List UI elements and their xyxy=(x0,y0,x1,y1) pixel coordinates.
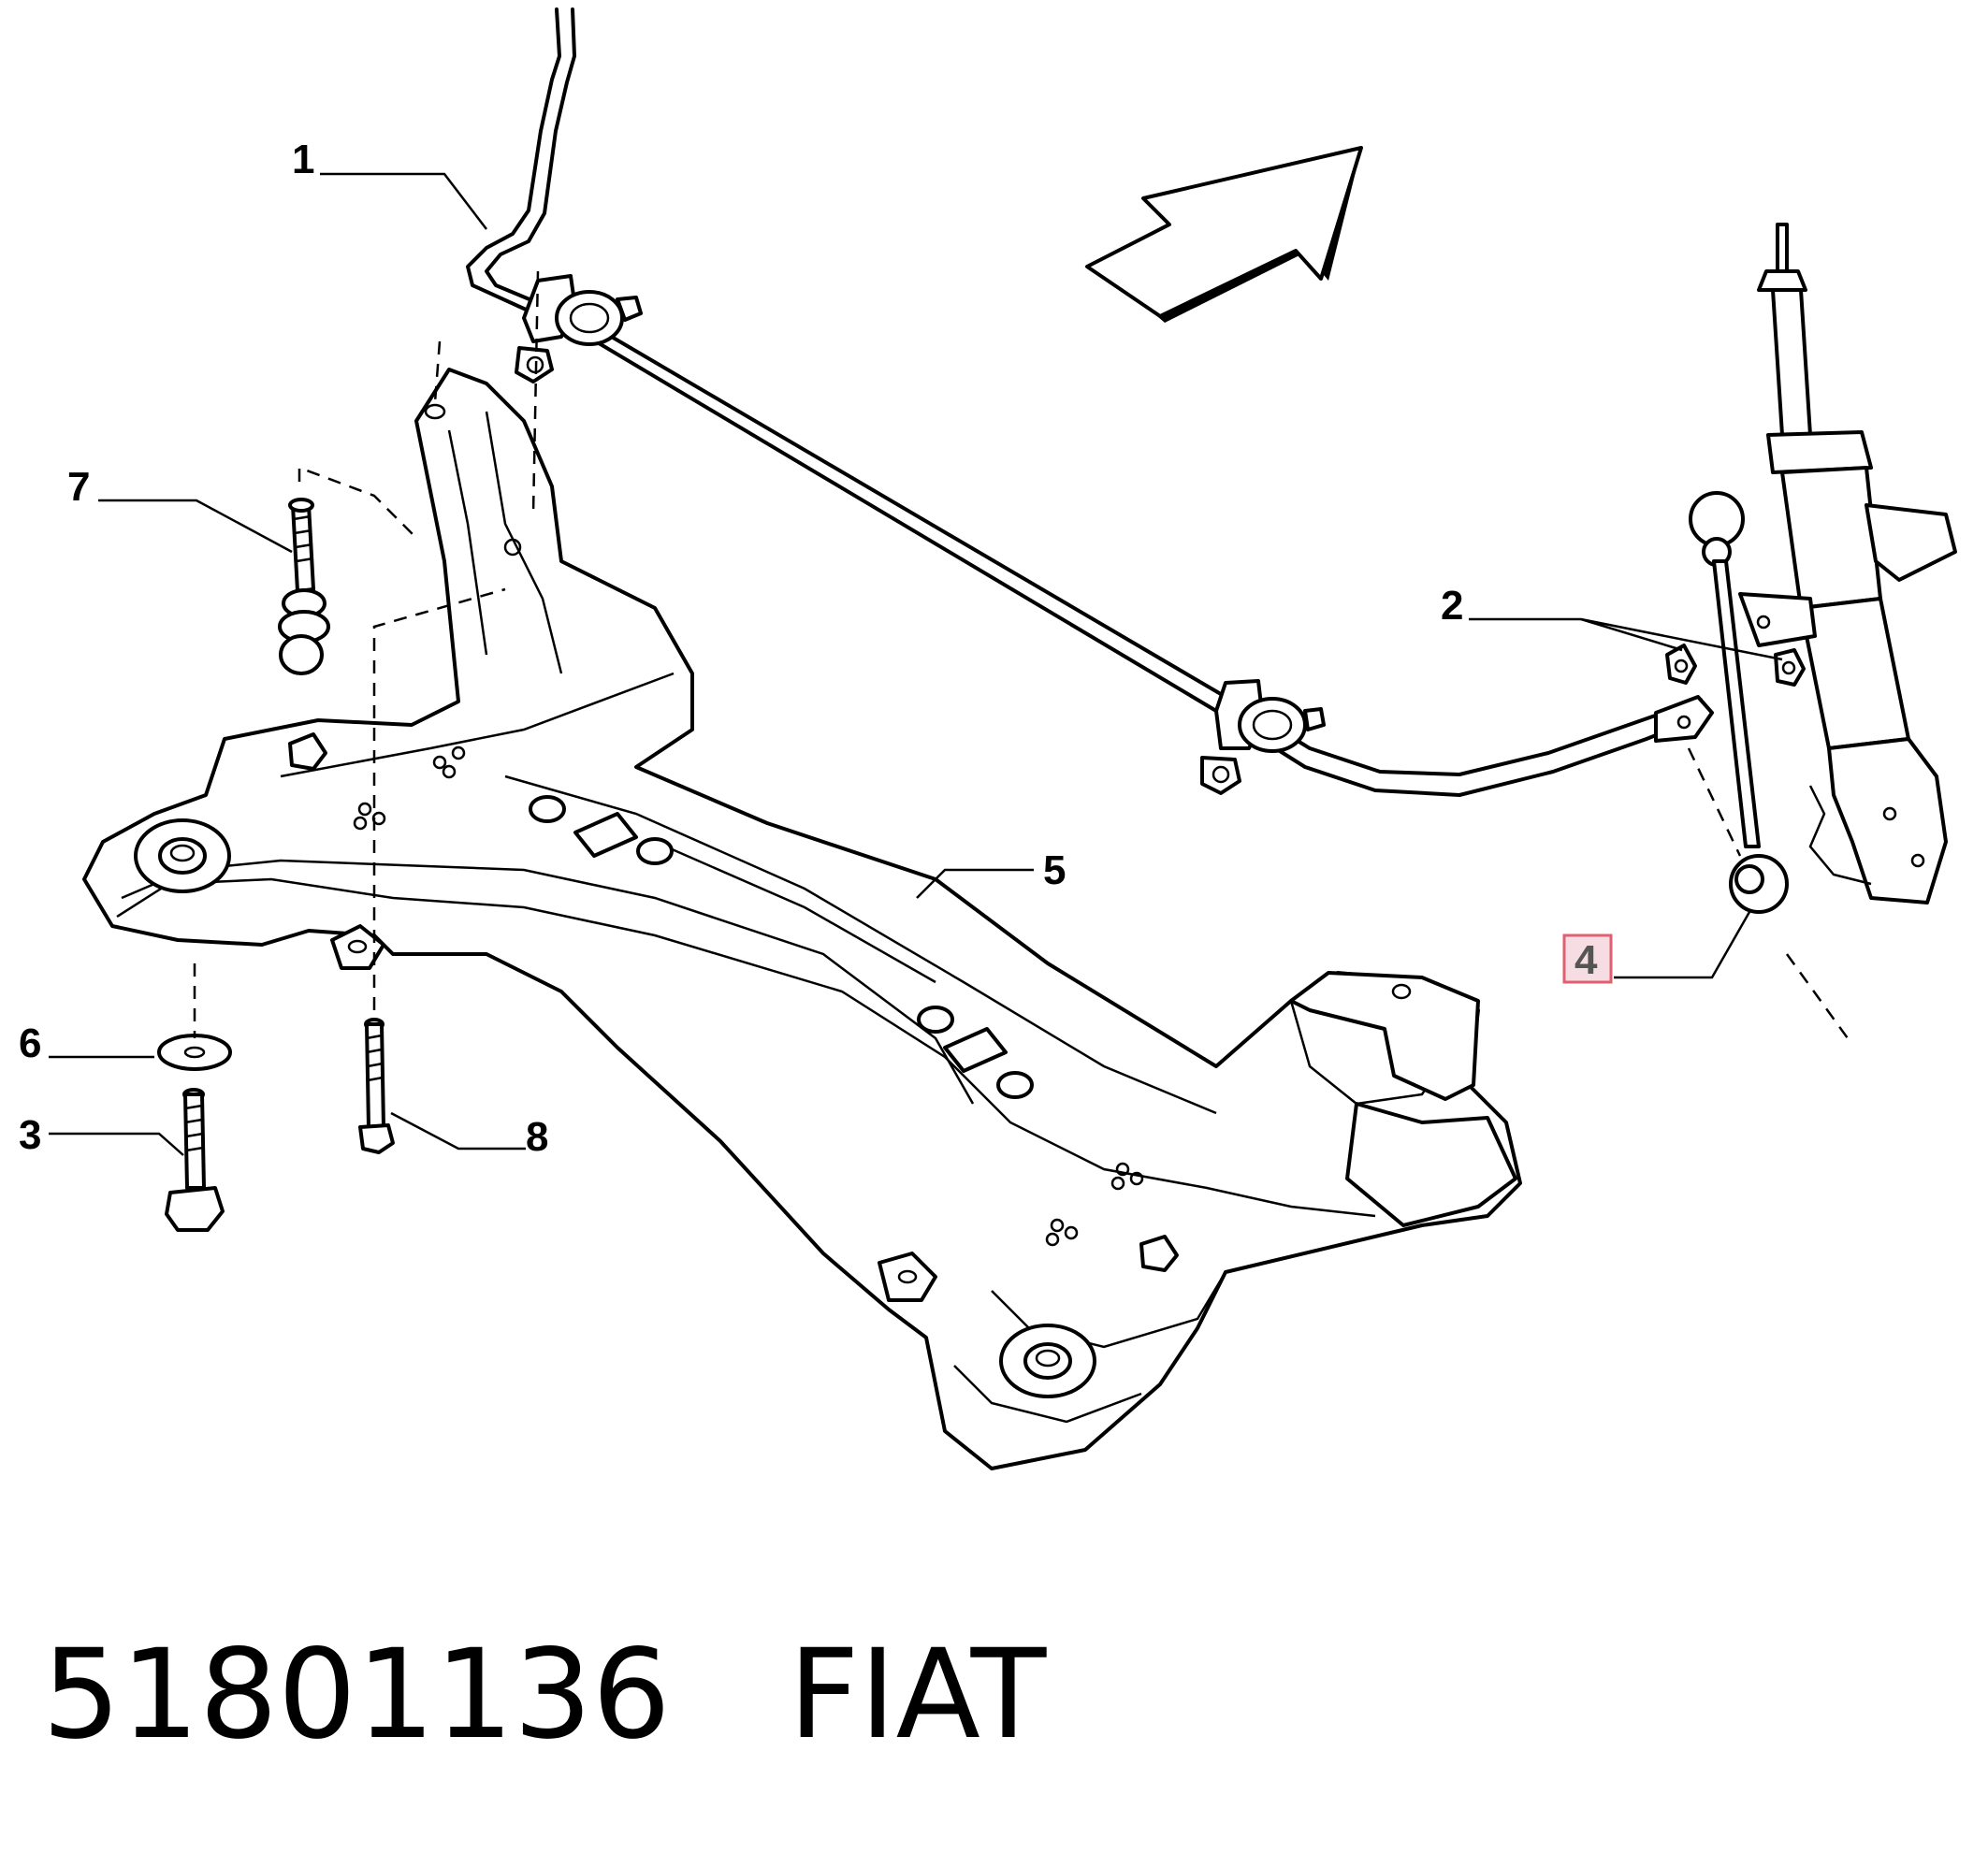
callout-1: 1 xyxy=(292,137,314,182)
bolt-with-washers xyxy=(278,498,330,675)
stabilizer-bar xyxy=(466,7,1714,797)
callout-4-highlight-box xyxy=(1562,934,1613,984)
callout-7: 7 xyxy=(67,464,90,510)
callout-3: 3 xyxy=(19,1112,41,1158)
callout-8: 8 xyxy=(526,1114,548,1160)
callout-4: 4 xyxy=(1574,937,1598,983)
stabilizer-link xyxy=(1687,491,1789,914)
part-caption: 51801136 FIAT xyxy=(42,1623,1046,1767)
brand-name: FIAT xyxy=(788,1623,1047,1767)
assembly-lines xyxy=(193,270,540,1038)
callout-5: 5 xyxy=(1043,847,1066,893)
callout-6: 6 xyxy=(19,1020,41,1066)
front-subframe xyxy=(82,368,1522,1470)
shock-absorber xyxy=(1738,223,1957,1039)
bolt-3 xyxy=(165,1088,225,1232)
washer xyxy=(157,1034,232,1071)
link-nuts xyxy=(1665,644,1806,687)
callout-2: 2 xyxy=(1441,583,1463,629)
callout-labels: 1 2 3 4 5 6 7 8 xyxy=(19,137,1613,1160)
leader-lines xyxy=(49,172,1783,1156)
bolt-8 xyxy=(358,1018,395,1154)
part-number: 51801136 xyxy=(42,1623,671,1767)
bar-bushing-right xyxy=(1200,679,1326,795)
direction-arrow-icon xyxy=(1085,146,1363,323)
